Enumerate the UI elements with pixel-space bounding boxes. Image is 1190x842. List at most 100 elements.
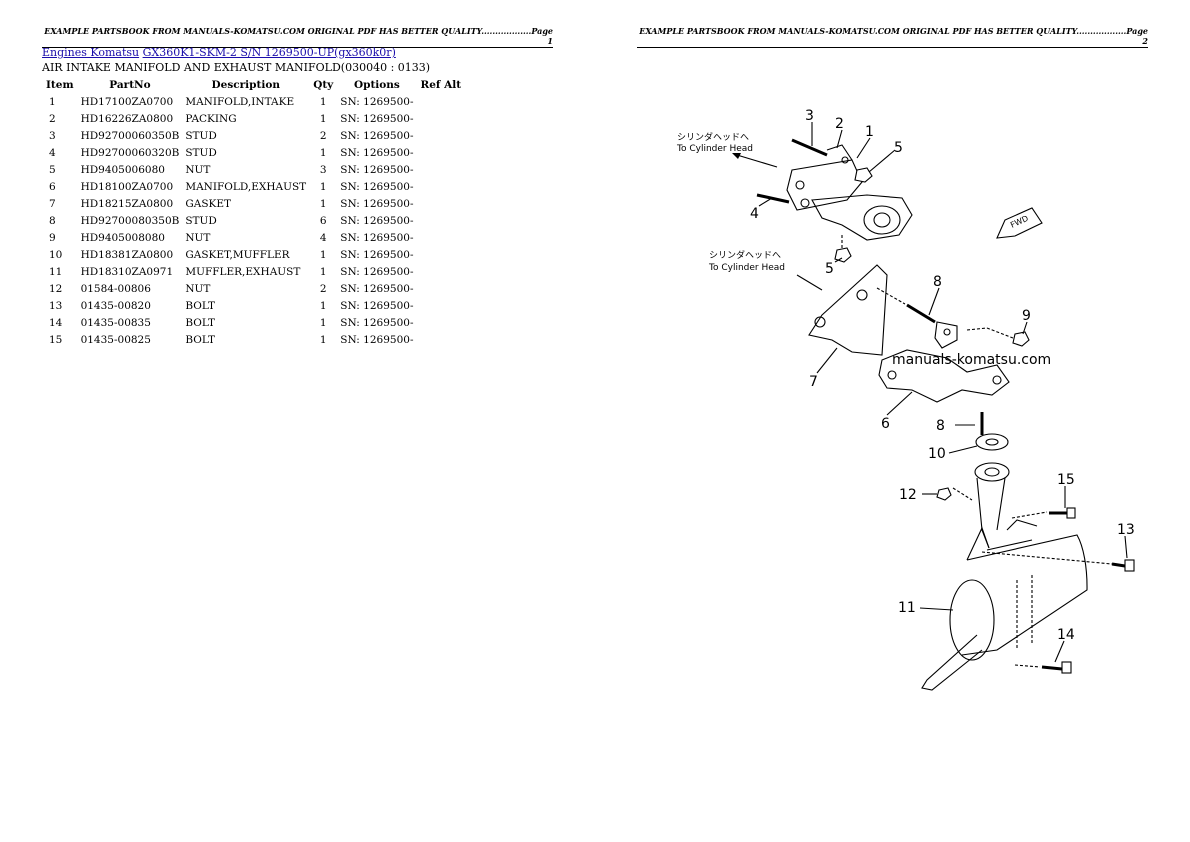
table-cell xyxy=(417,297,466,314)
table-cell: HD9405006080 xyxy=(80,163,165,176)
table-cell: 1 xyxy=(319,333,327,346)
table-cell: 6 xyxy=(49,180,56,193)
table-cell: HD92700060320B xyxy=(80,146,180,159)
table-cell: NUT xyxy=(185,282,211,295)
column-header-description: Description xyxy=(211,78,280,91)
table-cell: HD18215ZA0800 xyxy=(80,197,174,210)
table-cell xyxy=(417,246,466,263)
callout-arrow-1 xyxy=(732,153,741,159)
table-cell xyxy=(417,144,466,161)
table-cell: 1 xyxy=(319,180,327,193)
label-9: 9 xyxy=(1022,308,1031,324)
table-cell: 1 xyxy=(319,248,327,261)
table-cell xyxy=(417,127,466,144)
fwd-label: FWD xyxy=(1009,214,1030,230)
table-cell: BOLT xyxy=(185,299,215,312)
label-5b: 5 xyxy=(825,261,834,277)
table-cell: 1 xyxy=(319,265,327,278)
bolt-13 xyxy=(1111,559,1135,572)
callout-leader-1 xyxy=(736,154,778,168)
table-cell: 1 xyxy=(319,112,327,125)
table-cell: SN: 1269500- xyxy=(340,146,414,159)
label-6: 6 xyxy=(881,416,890,432)
table-cell: HD18381ZA0800 xyxy=(80,248,174,261)
label-11: 11 xyxy=(898,600,916,616)
table-cell: STUD xyxy=(185,129,217,142)
table-cell: 4 xyxy=(49,146,56,159)
table-cell: HD18310ZA0971 xyxy=(80,265,174,278)
table-cell xyxy=(417,314,466,331)
bolt-15 xyxy=(1049,507,1076,519)
table-cell: SN: 1269500- xyxy=(340,112,414,125)
table-cell: 2 xyxy=(319,129,327,142)
label-1: 1 xyxy=(865,124,874,140)
table-cell: HD18100ZA0700 xyxy=(80,180,174,193)
label-leaders xyxy=(758,122,1128,663)
column-header-qty: Qty xyxy=(313,78,334,91)
nut-5a xyxy=(854,167,873,183)
breadcrumb: Engines Komatsu GX360K1-SKM-2 S/N 126950… xyxy=(42,46,396,59)
label-12: 12 xyxy=(899,487,917,503)
fwd-arrow-icon: FWD xyxy=(996,207,1043,239)
table-cell: 3 xyxy=(49,129,56,142)
table-cell: 4 xyxy=(319,231,327,244)
table-cell: 1 xyxy=(319,316,327,329)
table-cell xyxy=(417,263,466,280)
stud-3 xyxy=(791,138,828,157)
table-cell: SN: 1269500- xyxy=(340,180,414,193)
table-cell: NUT xyxy=(185,163,211,176)
watermark: manuals-komatsu.com xyxy=(892,352,1051,368)
column-header-options: Options xyxy=(353,78,400,91)
column-header-ref-alt: Ref Alt xyxy=(420,78,462,91)
table-cell: 13 xyxy=(49,299,63,312)
table-cell: MUFFLER,EXHAUST xyxy=(185,265,301,278)
column-header-item: Item xyxy=(46,78,74,91)
table-cell: 01435-00835 xyxy=(80,316,151,329)
table-cell: SN: 1269500- xyxy=(340,299,414,312)
label-3: 3 xyxy=(805,108,814,124)
table-cell: 11 xyxy=(49,265,63,278)
label-8a: 8 xyxy=(933,274,942,290)
table-cell: HD9405008080 xyxy=(80,231,165,244)
table-cell: 01584-00806 xyxy=(80,282,151,295)
label-2: 2 xyxy=(835,116,844,132)
breadcrumb-link-model[interactable]: GX360K1-SKM-2 S/N 1269500-UP(gx360k0r) xyxy=(142,46,396,59)
table-cell: SN: 1269500- xyxy=(340,214,414,227)
table-cell: 1 xyxy=(319,197,327,210)
breadcrumb-link-engines[interactable]: Engines Komatsu xyxy=(42,46,140,59)
table-cell: SN: 1269500- xyxy=(340,265,414,278)
table-cell: BOLT xyxy=(185,333,215,346)
label-14: 14 xyxy=(1057,627,1075,643)
page2-header: EXAMPLE PARTSBOOK FROM MANUALS-KOMATSU.C… xyxy=(637,26,1148,48)
table-cell: SN: 1269500- xyxy=(340,231,414,244)
label-5a: 5 xyxy=(894,140,903,156)
table-cell: 01435-00820 xyxy=(80,299,151,312)
label-10: 10 xyxy=(928,446,946,462)
table-cell: BOLT xyxy=(185,316,215,329)
table-cell: GASKET xyxy=(185,197,232,210)
table-cell: SN: 1269500- xyxy=(340,163,414,176)
callout-leader-2 xyxy=(796,274,823,291)
table-cell xyxy=(417,331,466,348)
table-cell: SN: 1269500- xyxy=(340,333,414,346)
part-labels: 1 2 3 4 5 5 6 7 8 8 9 10 11 12 13 14 15 xyxy=(750,108,1135,643)
callout-en-2: To Cylinder Head xyxy=(708,263,785,273)
table-row: 11 HD18310ZA0971 MUFFLER,EXHAUST 1 SN: 12695… xyxy=(42,263,465,280)
table-cell: 1 xyxy=(319,146,327,159)
table-cell xyxy=(417,110,466,127)
callout-jp-1: シリンダヘッドへ xyxy=(677,131,749,143)
table-cell: HD17100ZA0700 xyxy=(80,95,174,108)
stud-8a xyxy=(906,303,936,324)
